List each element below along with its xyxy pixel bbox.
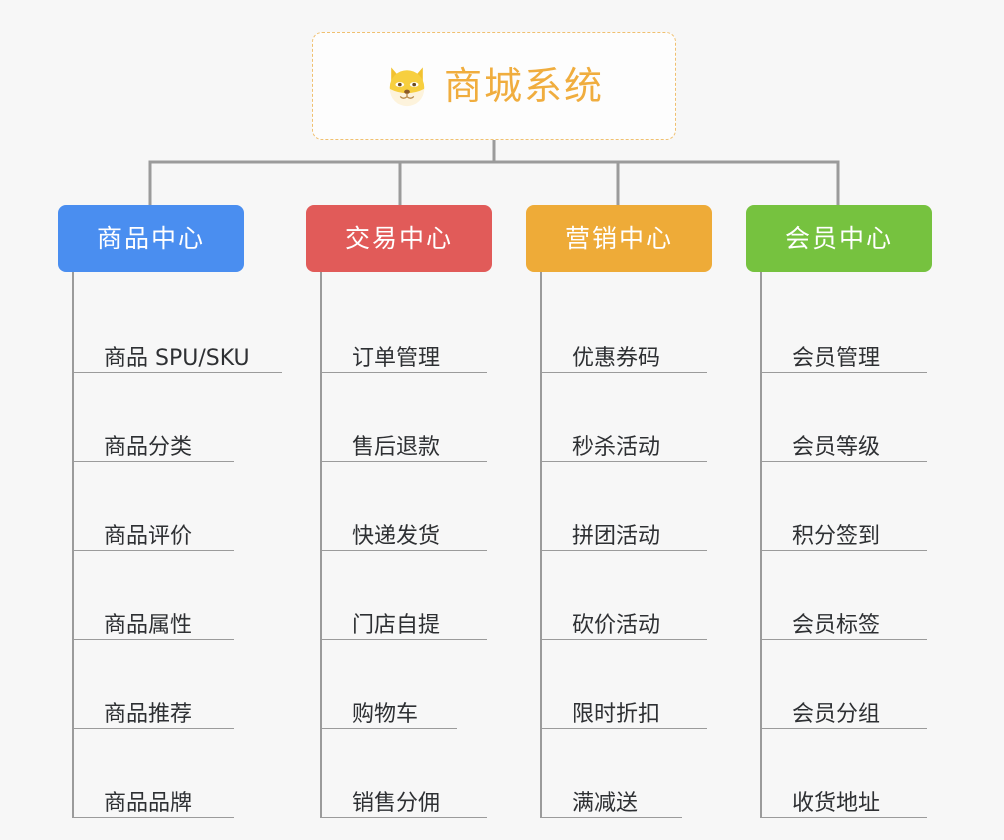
branch-header-member[interactable]: 会员中心	[746, 205, 932, 272]
leaf-item[interactable]: 砍价活动	[542, 551, 728, 640]
branch-header-label: 会员中心	[784, 224, 893, 253]
leaf-item-label: 商品分类	[104, 434, 193, 460]
leaf-item-label: 订单管理	[352, 345, 441, 371]
leaf-item[interactable]: 销售分佣	[322, 729, 508, 818]
leaf-item[interactable]: 满减送	[542, 729, 728, 818]
leaf-item[interactable]: 购物车	[322, 640, 508, 729]
leaf-item[interactable]: 会员分组	[762, 640, 948, 729]
branch-column-marketing: 营销中心 优惠券码 秒杀活动 拼团活动 砍价活动 限时折扣	[508, 205, 728, 818]
branch-columns: 商品中心 商品 SPU/SKU 商品分类 商品评价 商品属性 商品推荐	[0, 205, 1004, 840]
leaf-item-label: 积分签到	[792, 523, 881, 549]
leaf-item-label: 商品推荐	[104, 701, 193, 727]
leaf-item-label: 秒杀活动	[572, 434, 661, 460]
leaf-item-label: 商品评价	[104, 523, 193, 549]
leaf-item[interactable]: 售后退款	[322, 373, 508, 462]
leaf-item[interactable]: 会员管理	[762, 284, 948, 373]
leaf-item[interactable]: 商品评价	[74, 462, 260, 551]
branch-header-label: 交易中心	[344, 224, 453, 253]
leaf-item-label: 商品属性	[104, 612, 193, 638]
leaf-item-label: 会员管理	[792, 345, 881, 371]
leaf-item[interactable]: 商品属性	[74, 551, 260, 640]
branch-leaf-list: 订单管理 售后退款 快递发货 门店自提 购物车 销售分佣	[320, 272, 508, 818]
leaf-item[interactable]: 积分签到	[762, 462, 948, 551]
leaf-item[interactable]: 商品 SPU/SKU	[74, 284, 282, 373]
branch-header-commodity[interactable]: 商品中心	[58, 205, 244, 272]
root-title: 商城系统	[443, 64, 604, 108]
leaf-item-label: 快递发货	[352, 523, 441, 549]
branch-leaf-list: 优惠券码 秒杀活动 拼团活动 砍价活动 限时折扣 满减送	[540, 272, 728, 818]
leaf-item-label: 砍价活动	[572, 612, 661, 638]
leaf-item[interactable]: 秒杀活动	[542, 373, 728, 462]
branch-leaf-list: 会员管理 会员等级 积分签到 会员标签 会员分组 收货地址	[760, 272, 948, 818]
leaf-item[interactable]: 商品推荐	[74, 640, 260, 729]
leaf-item[interactable]: 门店自提	[322, 551, 508, 640]
branch-column-trade: 交易中心 订单管理 售后退款 快递发货 门店自提 购物车	[288, 205, 508, 818]
leaf-item[interactable]: 订单管理	[322, 284, 508, 373]
leaf-item[interactable]: 拼团活动	[542, 462, 728, 551]
leaf-item[interactable]: 会员标签	[762, 551, 948, 640]
leaf-item-label: 优惠券码	[572, 345, 661, 371]
leaf-item-label: 限时折扣	[572, 701, 661, 727]
branch-header-label: 营销中心	[564, 224, 673, 253]
leaf-item-label: 销售分佣	[352, 790, 441, 816]
leaf-item-label: 商品 SPU/SKU	[104, 345, 250, 371]
leaf-item[interactable]: 优惠券码	[542, 284, 728, 373]
leaf-item-label: 拼团活动	[572, 523, 661, 549]
branch-header-marketing[interactable]: 营销中心	[526, 205, 712, 272]
leaf-item[interactable]: 限时折扣	[542, 640, 728, 729]
shiba-dog-face-icon	[389, 67, 425, 107]
leaf-item-label: 会员等级	[792, 434, 881, 460]
leaf-item-label: 商品品牌	[104, 790, 193, 816]
leaf-item[interactable]: 快递发货	[322, 462, 508, 551]
branch-header-trade[interactable]: 交易中心	[306, 205, 492, 272]
branch-header-label: 商品中心	[96, 224, 205, 253]
leaf-item-label: 会员分组	[792, 701, 881, 727]
leaf-item-label: 购物车	[352, 701, 419, 727]
leaf-item-label: 会员标签	[792, 612, 881, 638]
leaf-item[interactable]: 会员等级	[762, 373, 948, 462]
root-node[interactable]: 商城系统	[312, 32, 676, 140]
leaf-item-label: 售后退款	[352, 434, 441, 460]
branch-column-member: 会员中心 会员管理 会员等级 积分签到 会员标签 会员分组	[728, 205, 948, 818]
leaf-item-label: 收货地址	[792, 790, 881, 816]
leaf-item-label: 门店自提	[352, 612, 441, 638]
leaf-item-label: 满减送	[572, 790, 639, 816]
branch-column-commodity: 商品中心 商品 SPU/SKU 商品分类 商品评价 商品属性 商品推荐	[40, 205, 282, 818]
leaf-item[interactable]: 收货地址	[762, 729, 948, 818]
leaf-item[interactable]: 商品品牌	[74, 729, 260, 818]
leaf-item[interactable]: 商品分类	[74, 373, 260, 462]
branch-leaf-list: 商品 SPU/SKU 商品分类 商品评价 商品属性 商品推荐 商品品牌	[72, 272, 282, 818]
